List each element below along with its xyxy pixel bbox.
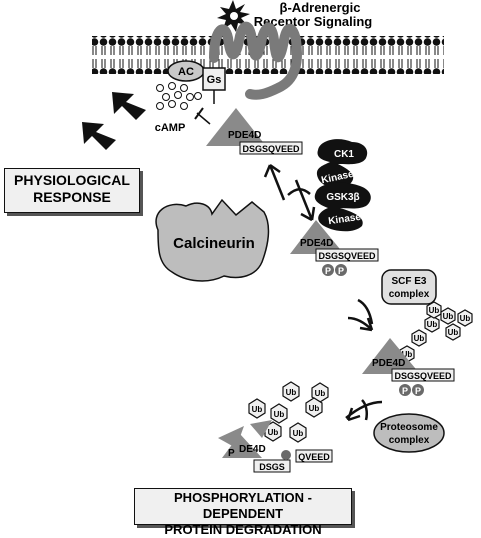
gsk3b-kinase-shape [314,182,371,232]
svg-text:Ub: Ub [252,405,263,414]
svg-text:Ub: Ub [414,334,425,343]
calcineurin-label: Calcineurin [173,235,255,252]
title-line2: Receptor Signaling [254,14,373,29]
beta-adrenergic-receptor [209,21,302,100]
phospho-label-4: P [415,386,421,396]
svg-text:Ub: Ub [274,410,285,419]
free-ub-3: Ub [311,382,329,403]
phospho-circle-2 [335,264,347,276]
ligand-starburst-icon [217,0,250,32]
phospho-circle-1 [322,264,334,276]
scf-ubiquitination-arrow [347,298,374,332]
free-ub-5: Ub [305,397,323,418]
pde4d-triangle-3 [362,338,420,374]
free-ub-7: Ub [264,421,282,442]
phospho-label-2: P [338,266,344,276]
physiological-response-line2: RESPONSE [33,189,111,205]
proteosome-label-line1: Proteosome [380,422,438,433]
scf-e3-complex [381,269,437,305]
fragment-de4d-label: DE4D [239,444,266,455]
free-ub-1: Ub [248,398,266,419]
svg-text:Ub: Ub [448,328,459,337]
proteosome-label-line2: complex [389,435,430,446]
ac-label: AC [178,66,194,78]
degradation-line1: PHOSPHORYLATION - DEPENDENT [174,490,312,521]
fragment-triangle-c [222,434,262,458]
ub-hexagon-6: Ub [445,323,461,341]
free-ub-2: Ub [282,381,300,402]
motif-box-3 [391,368,455,382]
title-line1: β-Adrenergic [280,0,361,15]
svg-text:Ub: Ub [286,388,297,397]
degradation-box: PHOSPHORYLATION - DEPENDENT PROTEIN DEGR… [134,488,352,537]
ck1-label: CK1 [334,149,354,160]
motif-label-2: DSGSQVEED [318,251,376,261]
camp-label: cAMP [155,122,186,134]
degradation-line2: PROTEIN DEGRADATION [164,522,322,537]
fragment-qveed-label: QVEED [298,452,330,462]
free-ub-4: Ub [270,403,288,424]
fragment-dsgs-box [253,459,291,473]
free-ub-6: Ub [289,422,307,443]
svg-text:Ub: Ub [293,429,304,438]
fragment-p-label: P [228,448,235,459]
ub-hexagon-5: Ub [440,307,456,325]
phospho-label-1: P [325,266,331,276]
ck1-kinase-shape [316,139,368,189]
svg-text:Ub: Ub [427,320,438,329]
svg-text:Ub: Ub [460,314,471,323]
calcineurin-shape [155,198,270,282]
ub-hexagon-3: Ub [424,315,440,333]
physiological-response-line1: PHYSIOLOGICAL [14,172,130,188]
pde4d-triangle-2 [290,220,344,254]
svg-text:Ub: Ub [315,389,326,398]
gs-label: Gs [207,74,222,86]
ubiquitin-chain: Ub Ub Ub Ub Ub Ub Ub [399,301,473,363]
cell-membrane [92,36,444,74]
fragment-triangle-b [250,420,272,438]
fragment-qveed-box [295,449,333,463]
pde4d-triangle-1 [206,108,266,146]
phospho-circle-3 [399,384,411,396]
pde4d-label-1: PDE4D [228,130,261,141]
pde4d-label-2: PDE4D [300,238,333,249]
gsk3b-label: GSK3β [326,192,359,203]
fragment-dsgs-label: DSGS [259,462,285,472]
motif-label-1: DSGSQVEED [242,144,300,154]
ub-hexagon-7: Ub [457,309,473,327]
svg-text:Ub: Ub [402,350,413,359]
motif-label-3: DSGSQVEED [394,371,452,381]
degraded-fragments: P DE4D DSGS QVEED [218,420,333,473]
response-arrow-icon [82,92,146,150]
physiological-response-box: PHYSIOLOGICAL RESPONSE [4,168,140,213]
svg-text:Ub: Ub [268,428,279,437]
camp-inhibition-bar [194,107,204,120]
scf-label-line1: SCF E3 [391,276,426,287]
svg-text:Ub: Ub [429,306,440,315]
released-ubiquitins: Ub Ub Ub Ub Ub Ub Ub [248,381,329,443]
camp-molecules [156,82,202,110]
svg-text:Ub: Ub [309,404,320,413]
dephosphorylation-arrows [263,163,316,222]
fragment-phospho-circle [281,450,291,460]
pde4d-label-3: PDE4D [372,358,405,369]
degradation-arrow [345,399,383,422]
phospho-label-3: P [402,386,408,396]
scf-label-line2: complex [389,289,430,300]
svg-text:Ub: Ub [443,312,454,321]
phospho-circle-4 [412,384,424,396]
proteosome-complex [373,413,445,453]
motif-box-2 [315,248,379,262]
motif-box-1 [239,141,303,155]
gsk3b-kinase-label: Kinase [328,212,362,228]
ub-hexagon-4: Ub [426,301,442,319]
ub-hexagon-2: Ub [411,329,427,347]
